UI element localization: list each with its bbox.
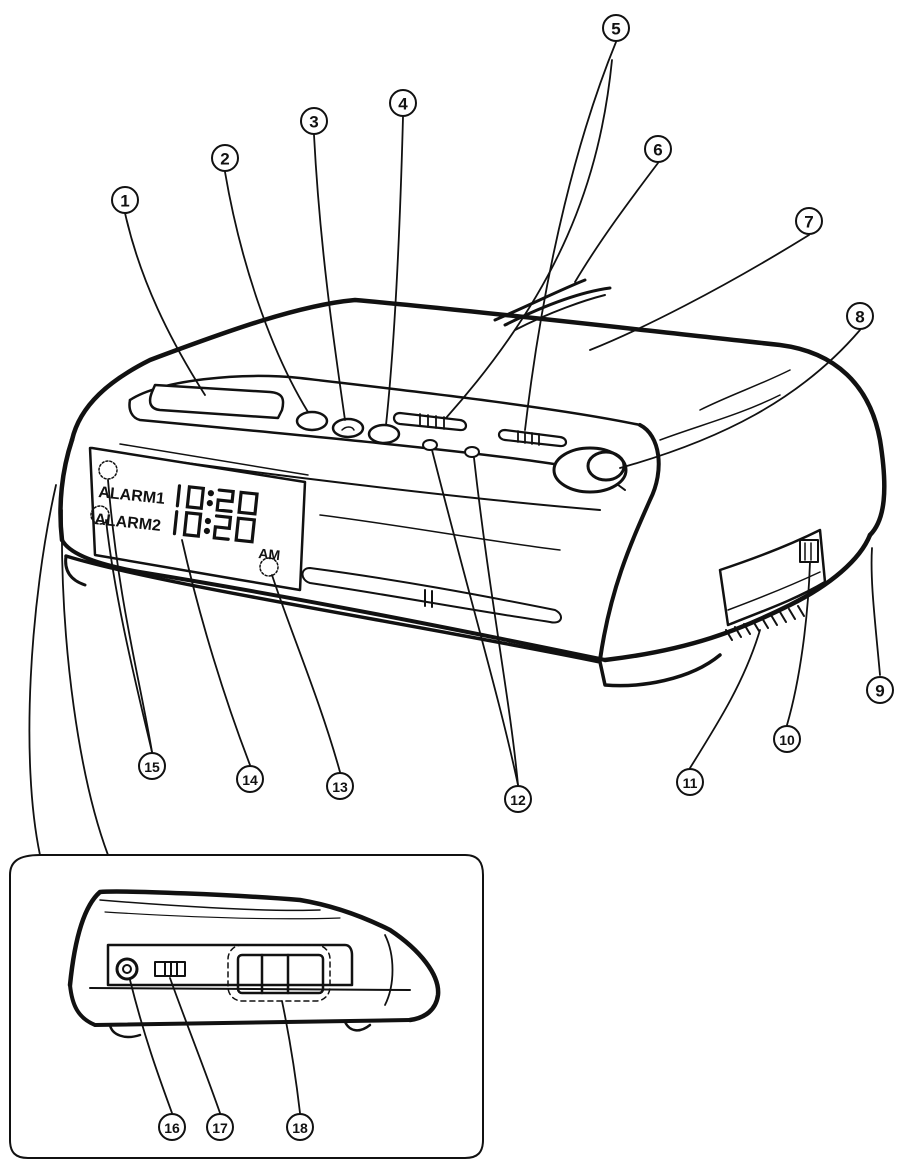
callout-label-14: 14	[242, 772, 258, 788]
callout-18	[286, 1113, 314, 1141]
callout-13	[326, 772, 354, 800]
callout-15	[138, 752, 166, 780]
callout-4	[389, 89, 417, 117]
callout-14	[236, 765, 264, 793]
callout-label-17: 17	[212, 1120, 228, 1136]
battery-compartment	[227, 944, 331, 1002]
meridiem-label: AM	[258, 545, 281, 563]
button-4[interactable]	[367, 423, 401, 445]
callout-label-12: 12	[510, 792, 526, 808]
callout-6	[644, 135, 672, 163]
small-button-right[interactable]	[464, 446, 480, 458]
callout-5	[602, 14, 630, 42]
slide-switch-left[interactable]	[392, 411, 468, 432]
callout-label-13: 13	[332, 779, 348, 795]
callout-label-8: 8	[855, 308, 864, 327]
lcd-time-top	[175, 484, 259, 516]
callout-label-2: 2	[220, 150, 229, 169]
small-button-left[interactable]	[422, 439, 438, 451]
callout-label-1: 1	[120, 192, 129, 211]
callout-12	[504, 785, 532, 813]
callout-16	[158, 1113, 186, 1141]
callout-label-5: 5	[611, 20, 620, 39]
alarm2-label: ALARM2	[94, 511, 162, 535]
callout-label-15: 15	[144, 759, 160, 775]
callout-label-7: 7	[804, 213, 813, 232]
callout-label-4: 4	[398, 95, 408, 114]
lcd-time-digits	[172, 484, 259, 544]
callout-8	[846, 302, 874, 330]
snooze-bar[interactable]	[148, 383, 285, 420]
side-switch[interactable]	[154, 961, 186, 977]
callout-label-18: 18	[292, 1120, 308, 1136]
slide-switch-right[interactable]	[497, 428, 568, 448]
button-2[interactable]	[295, 410, 329, 432]
side-jack[interactable]	[115, 957, 139, 981]
callout-17	[206, 1113, 234, 1141]
callout-7	[795, 207, 823, 235]
callout-label-9: 9	[875, 682, 884, 701]
lcd-time-bottom	[172, 510, 257, 544]
callout-1	[111, 186, 139, 214]
callout-10	[773, 725, 801, 753]
callout-11	[676, 768, 704, 796]
callout-label-10: 10	[779, 732, 795, 748]
button-3[interactable]	[331, 417, 365, 439]
callout-3	[300, 107, 328, 135]
callout-label-6: 6	[653, 141, 662, 160]
callout-9	[866, 676, 894, 704]
lcd-display	[88, 443, 309, 592]
side-view-body	[67, 889, 441, 1039]
callout-label-16: 16	[164, 1120, 180, 1136]
callout-label-3: 3	[309, 113, 318, 132]
top-controls	[148, 383, 628, 494]
alarm1-label: ALARM1	[98, 484, 166, 508]
inset-frame	[9, 484, 484, 1159]
callout-label-11: 11	[683, 775, 698, 791]
callout-2	[211, 144, 239, 172]
leader-lines	[105, 41, 881, 1114]
